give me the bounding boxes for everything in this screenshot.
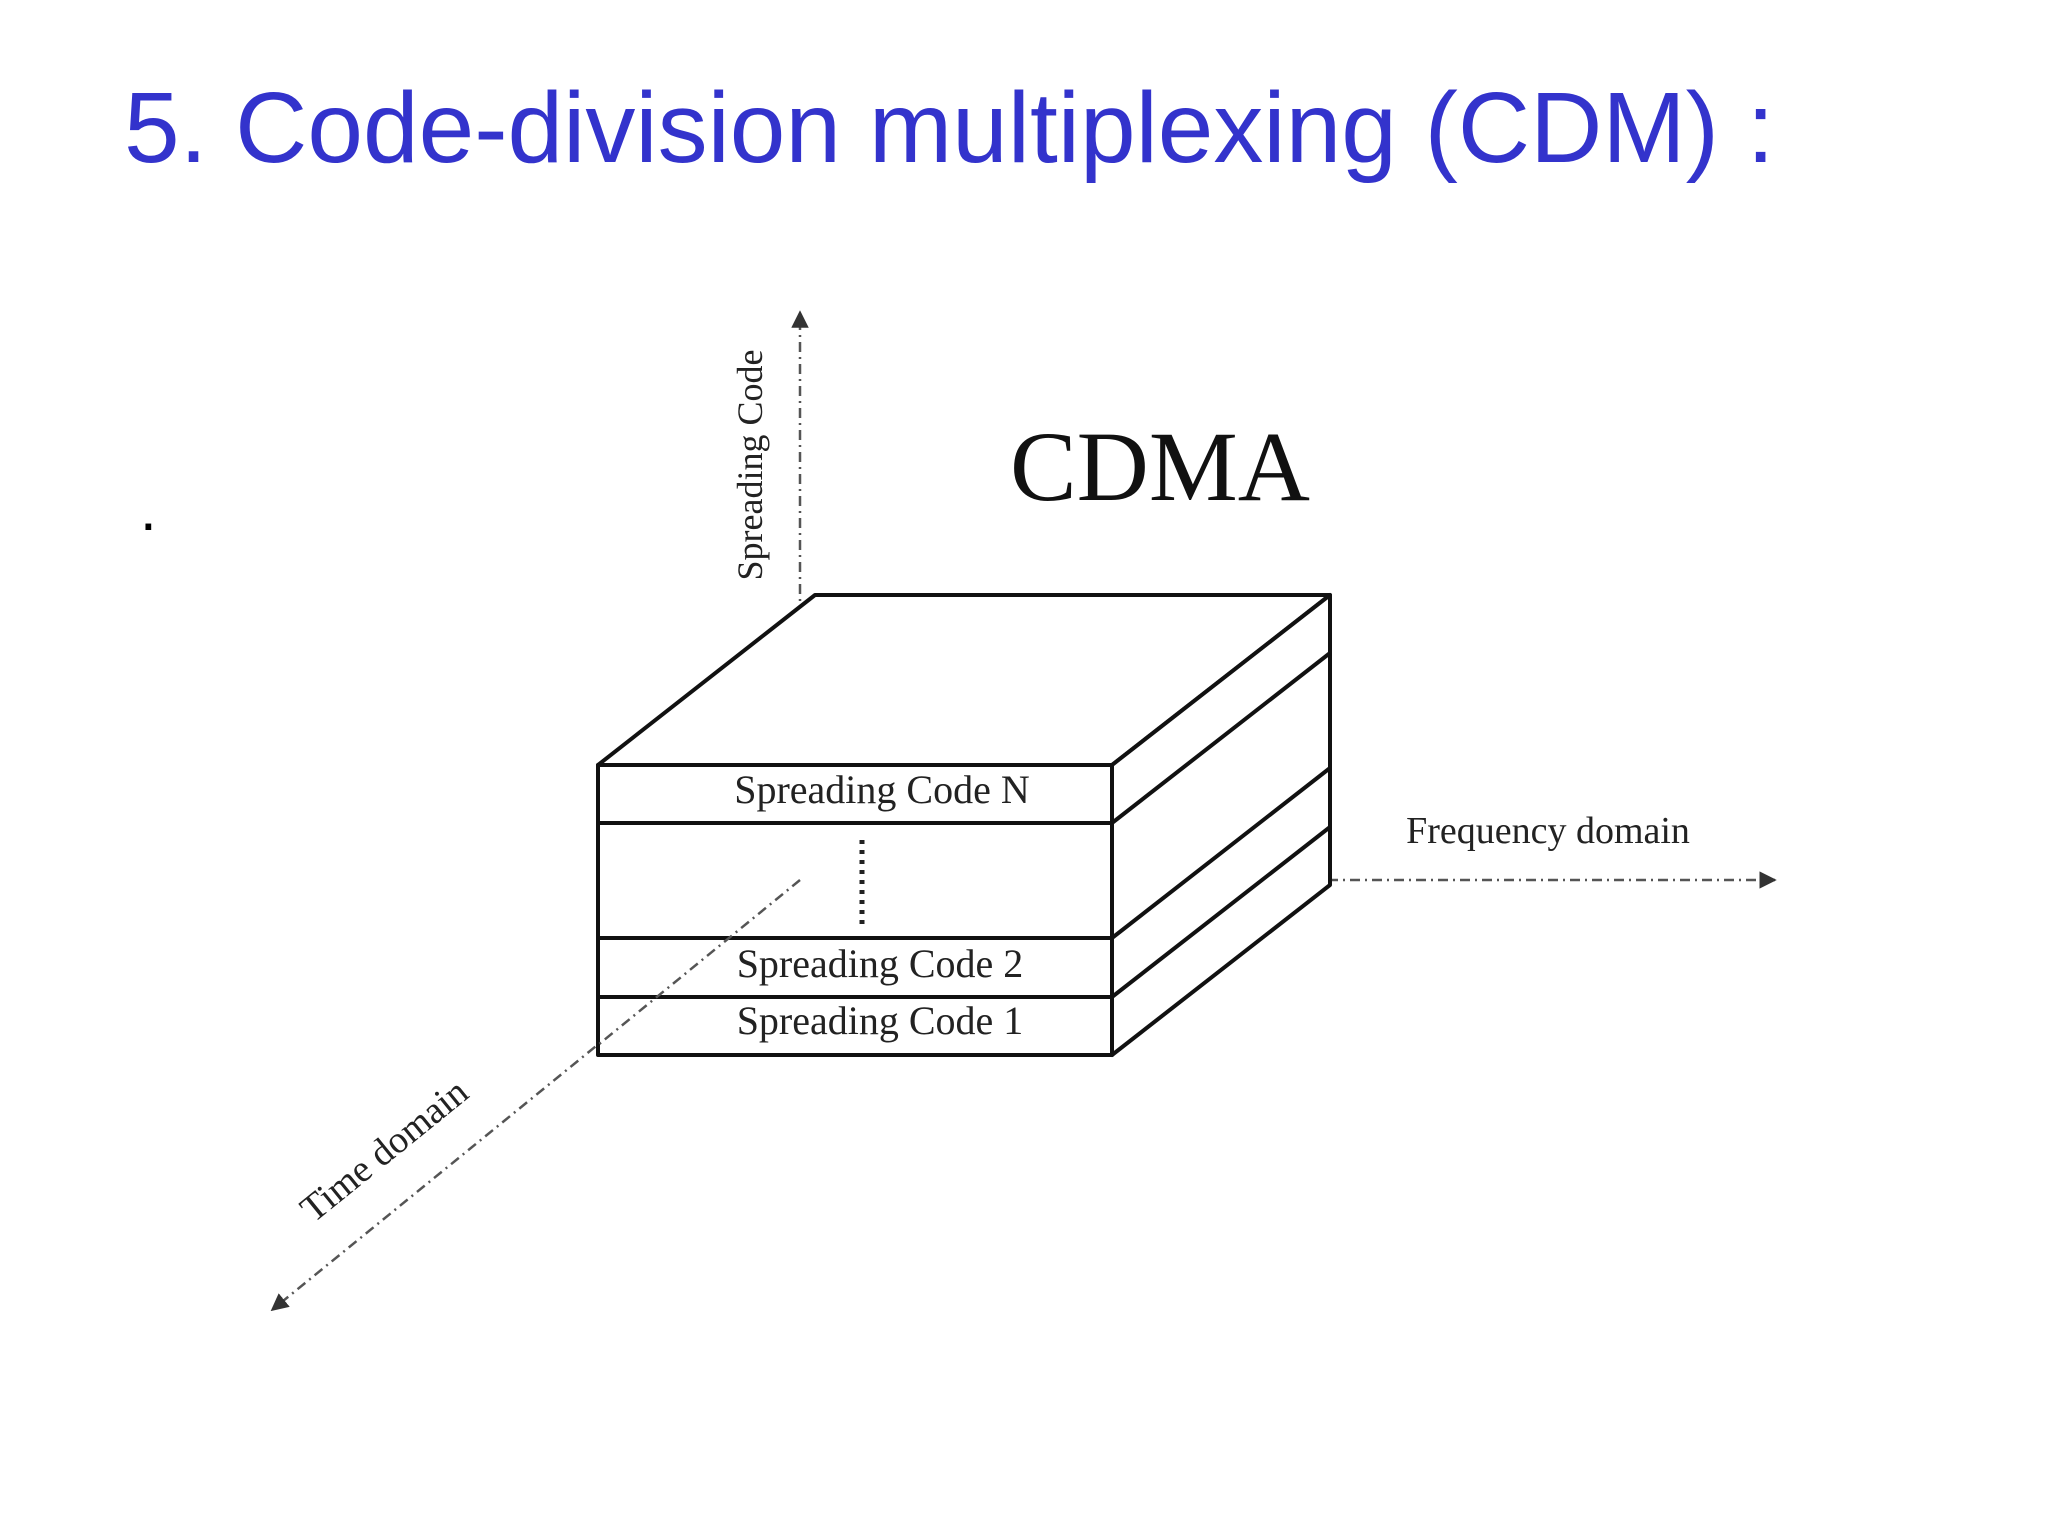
layer-label-2: Spreading Code 2 [737, 941, 1024, 986]
frequency-axis-label: Frequency domain [1406, 810, 1690, 852]
time-axis-label: Time domain [293, 1071, 477, 1231]
side-divider [1110, 766, 1332, 940]
side-divider [1110, 825, 1332, 999]
layer-label-n: Spreading Code N [734, 767, 1030, 812]
front-layer-dividers [598, 821, 1112, 999]
cdma-heading: CDMA [1010, 411, 1310, 522]
side-divider [1110, 651, 1332, 825]
code-stack-box [596, 593, 1332, 1057]
box-front-face [596, 763, 1114, 1057]
side-layer-dividers [1110, 651, 1332, 999]
slide-title: 5. Code-division multiplexing (CDM) : [124, 72, 1775, 184]
bullet-marker: . [140, 476, 157, 543]
layer-label-1: Spreading Code 1 [737, 998, 1024, 1043]
spreading-code-axis-label: Spreading Code [730, 350, 770, 581]
